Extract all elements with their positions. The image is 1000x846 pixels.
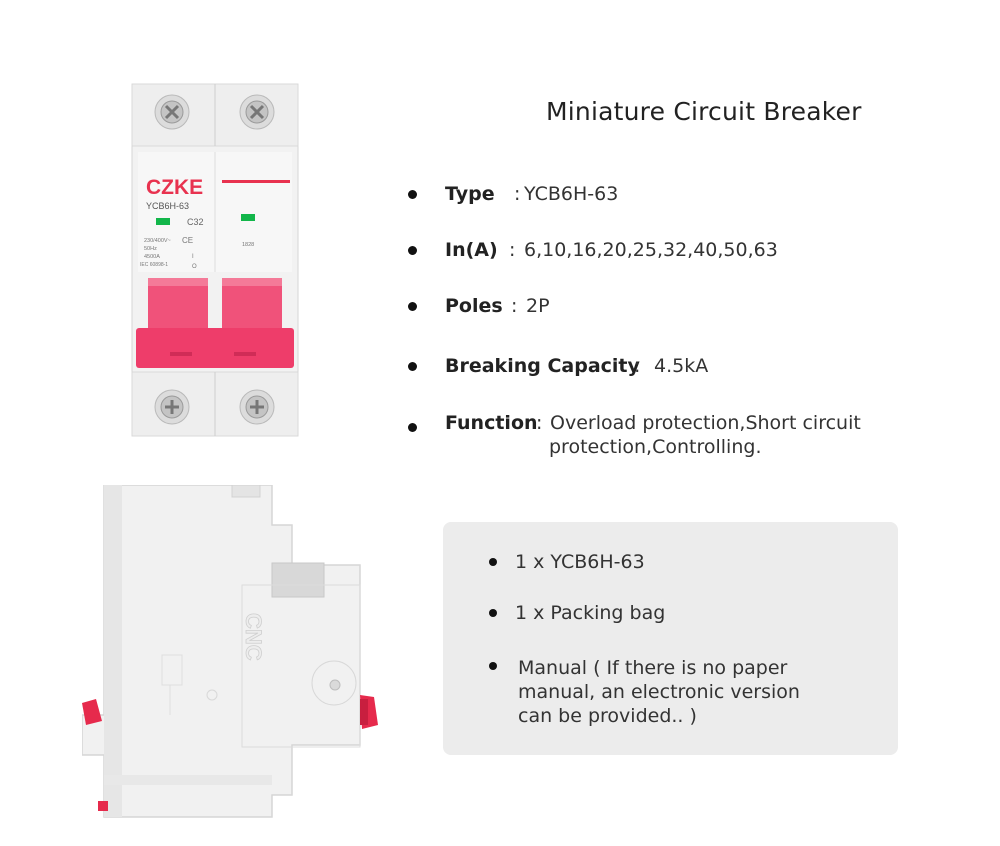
product-title: Miniature Circuit Breaker	[546, 97, 862, 126]
spec-value: 2P	[526, 295, 550, 317]
handle-latch	[360, 695, 378, 729]
spec-label: Poles	[445, 295, 503, 317]
on-mark: I	[192, 254, 194, 260]
rating-marking: C32	[187, 217, 204, 227]
bullet-icon	[408, 246, 417, 255]
status-indicator-left	[156, 218, 170, 225]
brand-logo: CZKE	[146, 176, 203, 199]
spec-value-line-2: protection,Controlling.	[549, 436, 762, 458]
terminal-screw-top-left-icon	[154, 94, 190, 130]
ratings-line-3: 4500A	[144, 254, 160, 260]
spec-value: Overload protection,Short circuit	[550, 412, 861, 434]
bullet-icon	[408, 302, 417, 311]
spec-separator: :	[511, 295, 518, 317]
spec-separator: :	[634, 355, 641, 377]
spec-separator: :	[514, 183, 521, 205]
toggle-handle	[136, 278, 294, 368]
bullet-icon	[489, 662, 497, 670]
ratings-line-4: IEC 60898-1	[140, 262, 168, 268]
package-item-text-line-3: can be provided.. )	[518, 705, 697, 727]
bullet-icon	[408, 190, 417, 199]
ce-mark: CE	[182, 236, 193, 245]
package-contents-box: 1 x YCB6H-63 1 x Packing bag Manual ( If…	[443, 522, 898, 755]
spec-separator: :	[509, 239, 516, 261]
bullet-icon	[408, 362, 417, 371]
terminal-screw-top-right-icon	[239, 94, 275, 130]
off-mark: O	[192, 264, 197, 270]
package-item-text: 1 x YCB6H-63	[515, 551, 645, 573]
spec-value: YCB6H-63	[524, 183, 619, 205]
package-item-text-line-2: manual, an electronic version	[518, 681, 800, 703]
status-indicator-right	[241, 214, 255, 221]
model-marking: YCB6H-63	[146, 201, 189, 211]
bullet-icon	[489, 609, 497, 617]
ratings-line-2: 50Hz	[144, 246, 157, 252]
spec-label: In(A)	[445, 239, 498, 261]
spec-value: 4.5kA	[654, 355, 709, 377]
package-item-text: 1 x Packing bag	[515, 602, 666, 624]
spec-separator: :	[536, 412, 543, 434]
breaker-front-illustration: CZKE YCB6H-63 C32 230/400V~ 50Hz 4500A I…	[131, 83, 299, 437]
terminal-screw-bottom-left-icon	[154, 389, 190, 425]
right-pole-marking: 1828	[242, 242, 254, 248]
package-item-text: Manual ( If there is no paper	[518, 657, 788, 679]
breaker-front-image: CZKE YCB6H-63 C32 230/400V~ 50Hz 4500A I…	[130, 82, 300, 438]
breaker-side-illustration: CNC	[81, 484, 378, 818]
spec-value: 6,10,16,20,25,32,40,50,63	[524, 239, 778, 261]
cnc-emboss: CNC	[241, 613, 266, 661]
spec-label: Function	[445, 412, 538, 434]
ratings-line-1: 230/400V~	[144, 238, 171, 244]
spec-label: Breaking Capacity	[445, 355, 640, 377]
breaker-side-image: CNC	[81, 484, 382, 820]
bullet-icon	[408, 423, 417, 432]
din-clip	[82, 699, 102, 725]
terminal-screw-bottom-right-icon	[239, 389, 275, 425]
spec-label: Type	[445, 183, 495, 205]
bullet-icon	[489, 558, 497, 566]
